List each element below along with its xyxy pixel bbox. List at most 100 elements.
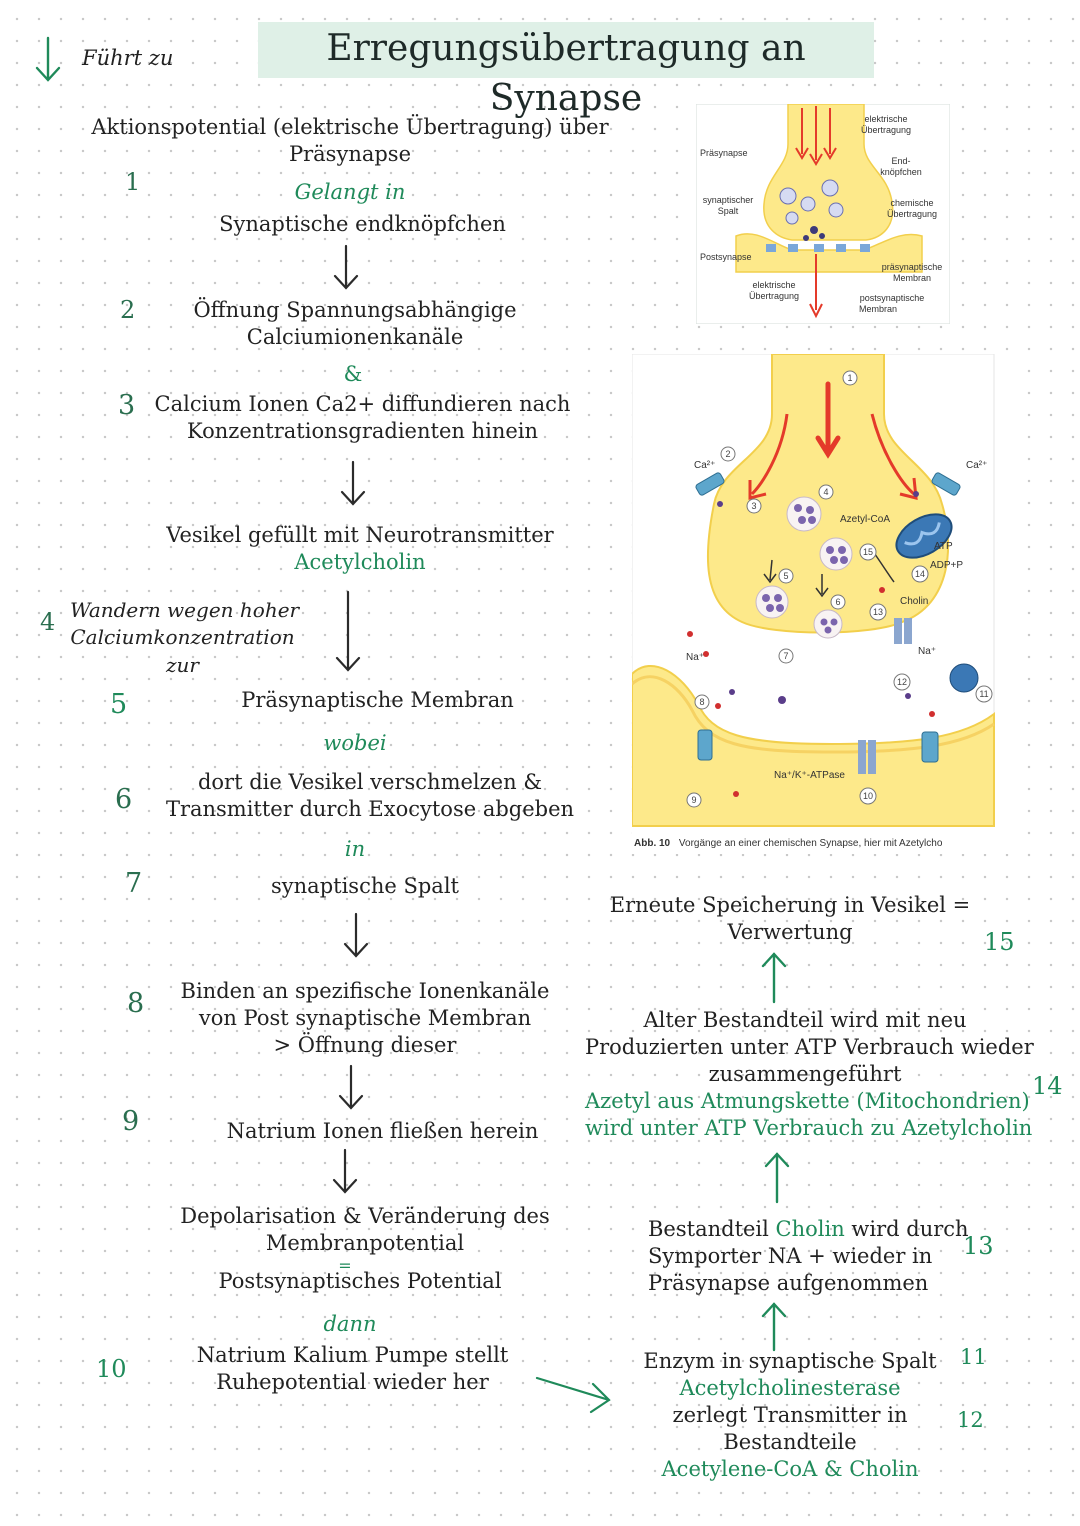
diagonal-arrow-icon xyxy=(535,1376,611,1414)
step-number-15: 15 xyxy=(984,928,1015,956)
step-10-line-2: Ruhepotential wieder her xyxy=(216,1370,489,1394)
fig-small-label-chem-1: chemische xyxy=(890,198,933,208)
step-15-line-2: Verwertung xyxy=(727,920,853,944)
page-title: Erregungsübertragung an Synapse xyxy=(326,28,806,119)
down-arrow-5-icon xyxy=(338,1064,364,1110)
step-number-6: 6 xyxy=(115,784,133,815)
step-9b-line-2: Membranpotential xyxy=(265,1231,465,1255)
fig-large-n10: 10 xyxy=(863,791,873,801)
step-8-line-2: von Post synaptische Membran xyxy=(198,1006,532,1030)
fig-small-label-praemem-1: präsynaptische xyxy=(882,262,943,272)
fig-large-n15: 15 xyxy=(863,547,873,557)
fig-large-pump: Na⁺/K⁺-ATPase xyxy=(774,770,845,781)
step-number-7: 7 xyxy=(125,868,143,899)
step-12-line-1: zerlegt Transmitter in xyxy=(672,1403,908,1427)
down-arrow-6-icon xyxy=(332,1148,358,1194)
step-12-line-2: Bestandteile xyxy=(723,1430,857,1454)
fig-large-n1: 1 xyxy=(847,373,852,383)
step-number-9: 9 xyxy=(122,1106,140,1137)
fig-small-label-uebertragung-oben: Übertragung xyxy=(861,125,911,135)
step-13-line-3: Präsynapse aufgenommen xyxy=(648,1271,929,1295)
step-14-line-3: zusammengeführt xyxy=(708,1062,902,1086)
step-number-8: 8 xyxy=(127,988,145,1019)
step-8-line-3: > Öffnung dieser xyxy=(273,1033,457,1057)
step-13-pre: Bestandteil xyxy=(648,1217,776,1241)
step-13-line-1: Bestandteil Cholin wird durch xyxy=(648,1216,969,1243)
fig-large-ca-left: Ca²⁺ xyxy=(694,460,715,471)
fig-large-azetyl-coa: Azetyl-CoA xyxy=(840,514,890,525)
step-1-endknoepfchen: Synaptische endknöpfchen xyxy=(219,212,506,236)
step-6-line-2: Transmitter durch Exocytose abgeben xyxy=(165,797,575,821)
step-number-1: 1 xyxy=(125,168,141,196)
up-arrow-3-icon xyxy=(761,1302,787,1352)
step-14-line-1: Alter Bestandteil wird mit neu xyxy=(643,1008,967,1032)
step-9-natrium: Natrium Ionen fließen herein xyxy=(226,1119,539,1143)
title-highlight xyxy=(258,22,874,78)
down-arrow-2-icon xyxy=(340,460,366,506)
fig-small-label-praesynapse: Präsynapse xyxy=(700,148,748,158)
fig-large-n12: 12 xyxy=(897,677,907,687)
step-6-line-1: dort die Vesikel verschmelzen & xyxy=(197,770,543,794)
step-11-line-1: Enzym in synaptische Spalt xyxy=(643,1349,937,1373)
fig-large-n13: 13 xyxy=(873,607,883,617)
step-13-post: wird durch xyxy=(844,1217,969,1241)
fig-small-label-postsynapse: Postsynapse xyxy=(700,252,752,262)
fig-small-label-endknoepfchen-2: knöpfchen xyxy=(880,167,922,177)
fig-large-caption: Vorgänge an einer chemischen Synapse, hi… xyxy=(679,838,943,849)
ampersand: & xyxy=(343,362,363,386)
step-1-line-1: Aktionspotential (elektrische Übertragun… xyxy=(91,115,609,139)
fig-large-n6: 6 xyxy=(835,597,840,607)
fig-small-label-elektrische-oben: elektrische xyxy=(864,114,907,124)
step-14-line-2: Produzierten unter ATP Verbrauch wieder xyxy=(585,1035,1034,1059)
up-arrow-2-icon xyxy=(764,1152,790,1204)
step-10-line-1: Natrium Kalium Pumpe stellt xyxy=(196,1343,509,1367)
fig-large-n8: 8 xyxy=(699,697,704,707)
step-14-line-5: wird unter ATP Verbrauch zu Azetylcholin xyxy=(585,1116,1033,1140)
fig-small-label-postmem-1: postsynaptische xyxy=(860,293,925,303)
step-3-line-2: Konzentrationsgradienten hinein xyxy=(186,419,539,443)
step-8-line-1: Binden an spezifische Ionenkanäle xyxy=(180,979,550,1003)
fig-large-n7: 7 xyxy=(783,651,788,661)
step-number-10: 10 xyxy=(96,1355,127,1383)
connector-gelangt-in: Gelangt in xyxy=(294,180,406,204)
step-4-vesikel-line-1: Vesikel gefüllt mit Neurotransmitter xyxy=(166,523,554,547)
down-arrow-4-icon xyxy=(343,912,369,958)
fig-small-label-praemem-2: Membran xyxy=(893,273,931,283)
connector-in: in xyxy=(344,837,366,861)
step-number-3: 3 xyxy=(118,390,136,421)
step-number-12: 12 xyxy=(957,1408,984,1432)
up-arrow-1-icon xyxy=(761,952,787,1004)
fig-small-label-synspalt-2: Spalt xyxy=(718,206,739,216)
step-4-side-line-2: Calciumkonzentration xyxy=(70,625,295,649)
fig-small-label-chem-2: Übertragung xyxy=(887,209,937,219)
fig-large-adp: ADP+P xyxy=(930,560,963,571)
fig-large-cholin: Cholin xyxy=(900,596,928,607)
step-number-11: 11 xyxy=(960,1345,987,1369)
legend-label: Führt zu xyxy=(82,46,174,70)
step-9b-line-1: Depolarisation & Veränderung des xyxy=(180,1204,550,1228)
synapse-overview-figure: elektrische Übertragung Präsynapse End- … xyxy=(696,104,950,324)
fig-small-label-endknoepfchen-1: End- xyxy=(891,156,910,166)
fig-large-na-left: Na⁺ xyxy=(686,652,704,663)
down-arrow-1-icon xyxy=(333,244,359,290)
fig-large-atp: ATP xyxy=(934,541,953,552)
fig-large-ca-right: Ca²⁺ xyxy=(966,460,987,471)
step-3-line-1: Calcium Ionen Ca2+ diffundieren nach xyxy=(154,392,571,416)
step-5-praesynaptische-membran: Präsynaptische Membran xyxy=(241,688,514,712)
step-12-line-3: Acetylene-CoA & Cholin xyxy=(661,1457,919,1481)
step-number-4: 4 xyxy=(40,608,56,636)
equals-sign: = xyxy=(338,1256,352,1275)
step-4-acetylcholin: Acetylcholin xyxy=(294,550,426,574)
fig-large-n4: 4 xyxy=(823,487,828,497)
fig-large-n2: 2 xyxy=(725,449,730,459)
fig-small-label-uebertragung-unten: Übertragung xyxy=(749,291,799,301)
fig-large-n11: 11 xyxy=(979,689,988,699)
fig-large-n5: 5 xyxy=(783,571,788,581)
step-7-synaptische-spalt: synaptische Spalt xyxy=(271,874,459,898)
connector-dann: dann xyxy=(323,1312,377,1336)
fig-small-label-elektrische-unten: elektrische xyxy=(752,280,795,290)
step-13-cholin: Cholin xyxy=(775,1217,845,1241)
step-9b-line-3: Postsynaptisches Potential xyxy=(218,1269,502,1293)
step-15-line-1: Erneute Speicherung in Vesikel = xyxy=(609,893,971,917)
fig-large-caption-bold: Abb. 10 xyxy=(634,838,671,849)
